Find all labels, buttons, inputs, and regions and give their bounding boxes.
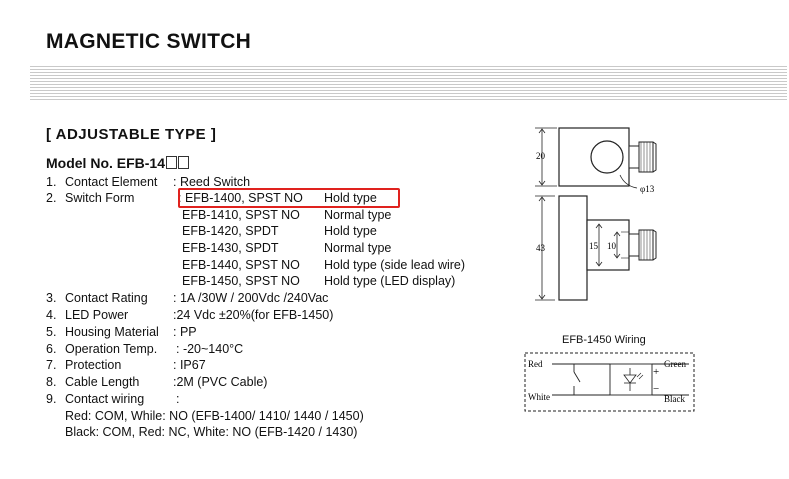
switch-form-type: Hold type (LED display)	[324, 274, 456, 288]
minus-label: −	[653, 383, 659, 395]
dim-20-label: 20	[536, 151, 546, 161]
spec-value: : IP67	[173, 358, 206, 372]
spec-number: 4.	[46, 308, 57, 322]
switch-form-model: : EFB-1400, SPST NO	[178, 191, 303, 205]
spec-value: :24 Vdc ±20%(for EFB-1450)	[173, 308, 334, 322]
spec-label: Contact Rating	[65, 291, 148, 305]
model-placeholder-box	[178, 156, 190, 169]
spec-value: : -20~140°C	[176, 342, 244, 356]
dim-phi13-label: φ13	[640, 184, 655, 194]
dimension-drawing: 20 φ13 43 15 10	[535, 127, 657, 301]
wire-red-label: Red	[528, 359, 543, 369]
wiring-diagram: Red White Green Black + −	[524, 352, 695, 412]
spec-label: Cable Length	[65, 375, 140, 389]
spec-label: Operation Temp.	[65, 342, 158, 356]
switch-form-type: Hold type	[324, 191, 377, 205]
spec-number: 3.	[46, 291, 57, 305]
dim-10-label: 10	[607, 241, 617, 251]
spec-label: LED Power	[65, 308, 129, 322]
wiring-note: Red: COM, While: NO (EFB-1400/ 1410/ 144…	[65, 409, 364, 423]
header-stripes	[30, 66, 787, 100]
spec-value: :2M (PVC Cable)	[173, 375, 268, 389]
spec-value: : Reed Switch	[173, 175, 251, 189]
switch-form-type: Hold type	[324, 224, 377, 238]
model-placeholder-box	[166, 156, 178, 169]
wiring-title: EFB-1450 Wiring	[562, 334, 646, 346]
switch-form-model: EFB-1420, SPDT	[182, 224, 279, 238]
dim-15-label: 15	[589, 241, 599, 251]
spec-value: : 1A /30W / 200Vdc /240Vac	[173, 291, 329, 305]
dim-43-label: 43	[536, 243, 546, 253]
switch-form-model: EFB-1440, SPST NO	[182, 258, 300, 272]
switch-form-model: EFB-1410, SPST NO	[182, 208, 300, 222]
spec-number: 8.	[46, 375, 57, 389]
spec-label: Protection	[65, 358, 122, 372]
spec-number: 5.	[46, 325, 57, 339]
switch-form-type: Normal type	[324, 208, 392, 222]
switch-form-type: Hold type (side lead wire)	[324, 258, 466, 272]
spec-number: 2.	[46, 191, 57, 205]
spec-label: Contact wiring	[65, 392, 145, 406]
spec-value: : PP	[173, 325, 197, 339]
switch-form-type: Normal type	[324, 241, 392, 255]
page-title: MAGNETIC SWITCH	[46, 30, 252, 53]
spec-number: 9.	[46, 392, 57, 406]
spec-number: 6.	[46, 342, 57, 356]
wire-black-label: Black	[664, 394, 685, 404]
section-subtitle: [ ADJUSTABLE TYPE ]	[46, 126, 217, 143]
spec-label: Switch Form	[65, 191, 135, 205]
wiring-note: Black: COM, Red: NC, White: NO (EFB-1420…	[65, 425, 358, 439]
spec-label: Housing Material	[65, 325, 159, 339]
plus-label: +	[653, 366, 659, 378]
switch-form-model: EFB-1430, SPDT	[182, 241, 279, 255]
highlight-box	[178, 188, 400, 208]
model-number: Model No. EFB-14	[46, 155, 190, 171]
model-label: Model No. EFB-14	[46, 155, 166, 171]
spec-label: Contact Element	[65, 175, 158, 189]
wire-white-label: White	[528, 392, 550, 402]
spec-number: 1.	[46, 175, 57, 189]
spec-value: :	[176, 392, 180, 406]
switch-form-model: EFB-1450, SPST NO	[182, 274, 300, 288]
spec-number: 7.	[46, 358, 57, 372]
